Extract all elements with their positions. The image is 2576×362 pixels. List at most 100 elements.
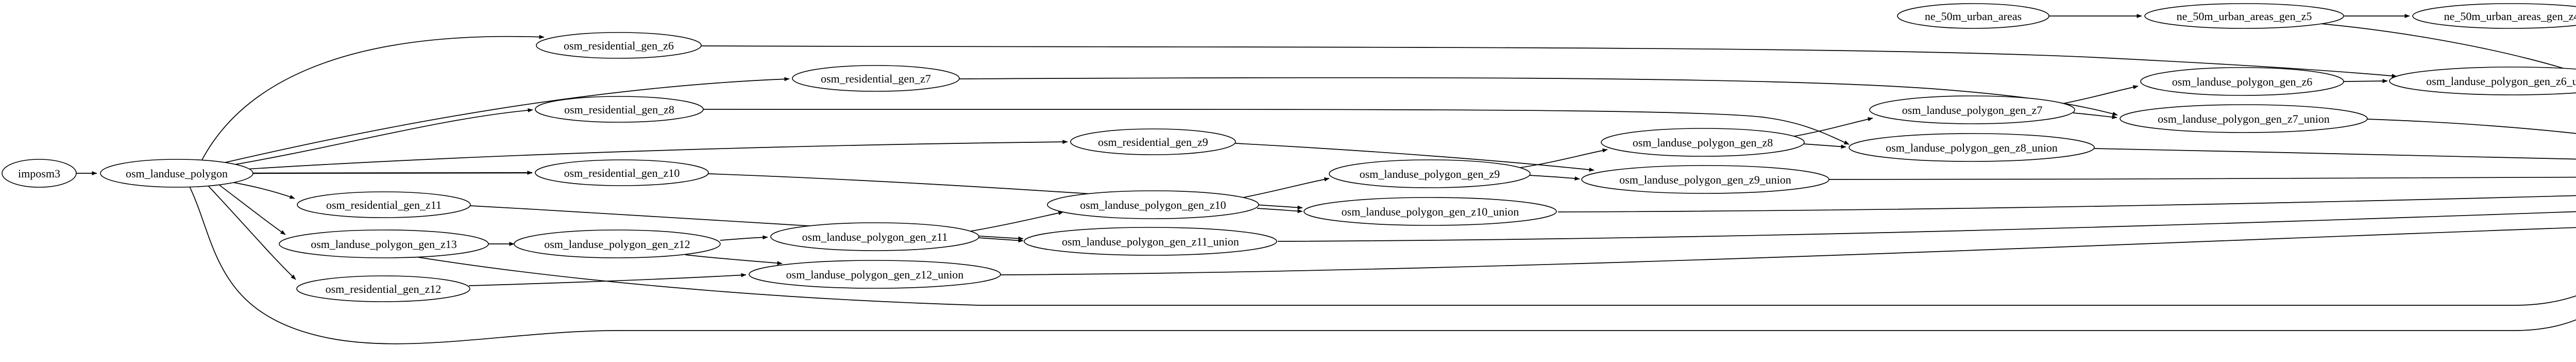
edge-gen-z8-union-to-layer-landuse-z8 [2094, 148, 2576, 160]
node-osm-landuse-polygon-gen-z10-label: osm_landuse_polygon_gen_z10 [1080, 199, 1226, 211]
edge-osm-landuse-polygon-to-osm-residential-gen-z12 [206, 183, 296, 280]
node-osm-landuse-polygon-gen-z6: osm_landuse_polygon_gen_z6 [2140, 67, 2344, 96]
node-osm-landuse-polygon-label: osm_landuse_polygon [126, 167, 228, 180]
node-osm-landuse-polygon-gen-z11: osm_landuse_polygon_gen_z11 [770, 222, 979, 251]
node-osm-landuse-polygon-gen-z11-union: osm_landuse_polygon_gen_z11_union [1024, 227, 1277, 256]
node-osm-landuse-polygon-gen-z10-union-shape [1303, 197, 1557, 226]
edge-gen-z7-to-gen-z6 [2059, 85, 2139, 105]
edge-gen-z9-to-gen-z8 [1513, 148, 1608, 169]
node-osm-landuse-polygon-gen-z8-union: osm_landuse_polygon_gen_z8_union [1849, 133, 2095, 162]
edge-gen-z8-to-gen-z8-union [1803, 143, 1846, 149]
node-osm-residential-gen-z6-label: osm_residential_gen_z6 [564, 39, 674, 52]
edge-gen-z12-to-gen-z12-union [685, 254, 783, 266]
node-imposm3-shape [2, 159, 77, 188]
node-osm-landuse-polygon-gen-z8-shape [1601, 128, 1805, 157]
node-osm-residential-gen-z6: osm_residential_gen_z6 [536, 32, 702, 59]
edge-gen-z10-to-gen-z10-union [1257, 208, 1303, 213]
edge-gen-z11-union-to-layer-landuse-z11 [1277, 211, 2576, 242]
node-osm-landuse-polygon-gen-z7: osm_landuse_polygon_gen_z7 [1869, 95, 2075, 124]
node-osm-landuse-polygon-gen-z10-union-label: osm_landuse_polygon_gen_z10_union [1342, 205, 1519, 218]
edge-ne-gen-z5-to-layer-landuse-z5 [2320, 23, 2576, 73]
node-osm-landuse-polygon-gen-z9-union: osm_landuse_polygon_gen_z9_union [1581, 165, 1829, 194]
edge-res-z12-to-gen-z12-union [468, 273, 747, 286]
node-osm-landuse-polygon-gen-z13-label: osm_landuse_polygon_gen_z13 [311, 238, 457, 251]
edge-osm-landuse-polygon-to-osm-residential-gen-z6 [200, 35, 545, 162]
node-osm-landuse-polygon-gen-z11-union-shape [1024, 227, 1277, 256]
node-osm-landuse-polygon-gen-z6-label: osm_landuse_polygon_gen_z6 [2172, 75, 2313, 88]
edge-osm-landuse-polygon-to-osm-residential-gen-z8 [222, 108, 533, 167]
node-osm-residential-gen-z12-shape [296, 275, 470, 302]
node-osm-landuse-polygon-gen-z7-union-label: osm_landuse_polygon_gen_z7_union [2158, 112, 2330, 125]
node-ne-50m-urban-areas-gen-z5-label: ne_50m_urban_areas_gen_z5 [2177, 10, 2312, 23]
node-osm-residential-gen-z11: osm_residential_gen_z11 [297, 191, 471, 218]
node-osm-landuse-polygon-gen-z8-union-shape [1849, 133, 2095, 162]
node-osm-landuse-polygon-gen-z6-union-shape [2389, 67, 2576, 95]
node-osm-landuse-polygon-gen-z8-label: osm_landuse_polygon_gen_z8 [1633, 136, 1773, 149]
node-osm-residential-gen-z9-shape [1070, 128, 1236, 155]
edge-gen-z9-union-to-layer-landuse-z9 [1827, 176, 2576, 180]
node-osm-landuse-polygon-gen-z7-shape [1869, 95, 2075, 124]
node-ne-50m-urban-areas-shape [1897, 3, 2049, 29]
node-osm-landuse-polygon-gen-z11-shape [770, 222, 979, 251]
node-osm-landuse-polygon-gen-z9-union-shape [1581, 165, 1829, 194]
node-osm-residential-gen-z12: osm_residential_gen_z12 [296, 275, 470, 302]
edge-gen-z9-to-gen-z9-union [1529, 175, 1580, 181]
node-osm-landuse-polygon-gen-z10-union: osm_landuse_polygon_gen_z10_union [1303, 197, 1557, 226]
node-osm-residential-gen-z10-shape [535, 159, 709, 186]
edge-gen-z8-to-gen-z7 [1789, 117, 1873, 138]
node-osm-residential-gen-z11-label: osm_residential_gen_z11 [326, 199, 442, 211]
node-osm-landuse-polygon-gen-z8-union-label: osm_landuse_polygon_gen_z8_union [1886, 141, 2058, 154]
node-osm-landuse-polygon-shape [100, 159, 253, 188]
node-imposm3-label: imposm3 [18, 167, 60, 180]
node-imposm3: imposm3 [2, 159, 77, 188]
edge-gen-z10-to-gen-z9 [1240, 177, 1330, 199]
node-osm-landuse-polygon: osm_landuse_polygon [100, 159, 253, 188]
node-osm-landuse-polygon-gen-z12-union-label: osm_landuse_polygon_gen_z12_union [786, 268, 964, 281]
node-osm-landuse-polygon-gen-z6-shape [2140, 67, 2344, 96]
node-osm-residential-gen-z7-shape [792, 65, 960, 92]
node-osm-landuse-polygon-gen-z6-union-label: osm_landuse_polygon_gen_z6_union [2426, 75, 2576, 88]
node-osm-landuse-polygon-gen-z10: osm_landuse_polygon_gen_z10 [1047, 190, 1259, 219]
node-ne-50m-urban-areas-gen-z4-label: ne_50m_urban_areas_gen_z4 [2444, 10, 2576, 23]
node-osm-landuse-polygon-gen-z11-union-label: osm_landuse_polygon_gen_z11_union [1062, 235, 1239, 248]
edge-res-z6-to-gen-z6-union [701, 45, 2397, 78]
node-osm-landuse-polygon-gen-z12-shape [514, 229, 721, 258]
node-ne-50m-urban-areas-gen-z4-shape [2412, 3, 2576, 29]
node-osm-landuse-polygon-gen-z9-shape [1329, 159, 1531, 188]
node-osm-residential-gen-z9-label: osm_residential_gen_z9 [1098, 136, 1208, 149]
node-osm-residential-gen-z7-label: osm_residential_gen_z7 [821, 72, 931, 85]
node-ne-50m-urban-areas: ne_50m_urban_areas [1897, 3, 2049, 29]
edge-res-z8-to-gen-z8-union [703, 109, 1850, 145]
nodes: imposm3 osm_landuse_polygon osm_resident… [2, 3, 2576, 302]
edge-gen-z7-union-to-layer-landuse-z7 [2367, 119, 2576, 134]
node-osm-landuse-polygon-gen-z9: osm_landuse_polygon_gen_z9 [1329, 159, 1531, 188]
edge-osm-landuse-polygon-to-layer-landuse-z14 [189, 186, 2576, 344]
node-osm-landuse-polygon-gen-z12-union-shape [749, 260, 1001, 289]
edge-gen-z7-to-gen-z7-union [2073, 112, 2117, 120]
node-osm-landuse-polygon-gen-z13-shape [279, 229, 489, 258]
edge-osm-landuse-polygon-to-osm-residential-gen-z11 [225, 180, 295, 199]
node-osm-landuse-polygon-gen-z6-union: osm_landuse_polygon_gen_z6_union [2389, 67, 2576, 95]
edge-gen-z12-union-to-layer-landuse-z12 [1000, 227, 2576, 275]
edge-gen-z12-to-gen-z11 [720, 235, 768, 241]
node-osm-landuse-polygon-gen-z12: osm_landuse_polygon_gen_z12 [514, 229, 721, 258]
edge-osm-landuse-polygon-to-osm-residential-gen-z9 [238, 140, 1068, 170]
node-osm-residential-gen-z8-label: osm_residential_gen_z8 [564, 103, 674, 116]
node-osm-landuse-polygon-gen-z8: osm_landuse_polygon_gen_z8 [1601, 128, 1805, 157]
node-osm-landuse-polygon-gen-z12-union: osm_landuse_polygon_gen_z12_union [749, 260, 1001, 289]
node-ne-50m-urban-areas-label: ne_50m_urban_areas [1925, 10, 2022, 23]
node-osm-residential-gen-z6-shape [536, 32, 702, 59]
node-osm-landuse-polygon-gen-z11-label: osm_landuse_polygon_gen_z11 [802, 231, 948, 243]
node-osm-landuse-polygon-gen-z10-shape [1047, 190, 1259, 219]
edge-gen-z13-to-layer-landuse-z13 [412, 256, 2576, 306]
edge-osm-landuse-polygon-to-osm-residential-gen-z7 [216, 77, 790, 165]
node-osm-residential-gen-z9: osm_residential_gen_z9 [1070, 128, 1236, 155]
node-ne-50m-urban-areas-gen-z5-shape [2144, 3, 2344, 29]
node-osm-landuse-polygon-gen-z9-label: osm_landuse_polygon_gen_z9 [1360, 168, 1500, 180]
node-osm-residential-gen-z10: osm_residential_gen_z10 [535, 159, 709, 186]
edge-osm-landuse-polygon-to-osm-landuse-polygon-gen-z13 [215, 182, 286, 235]
node-ne-50m-urban-areas-gen-z5: ne_50m_urban_areas_gen_z5 [2144, 3, 2344, 29]
edge-res-z9-to-gen-z9-union [1235, 143, 1595, 172]
node-osm-landuse-polygon-gen-z12-label: osm_landuse_polygon_gen_z12 [544, 238, 690, 251]
